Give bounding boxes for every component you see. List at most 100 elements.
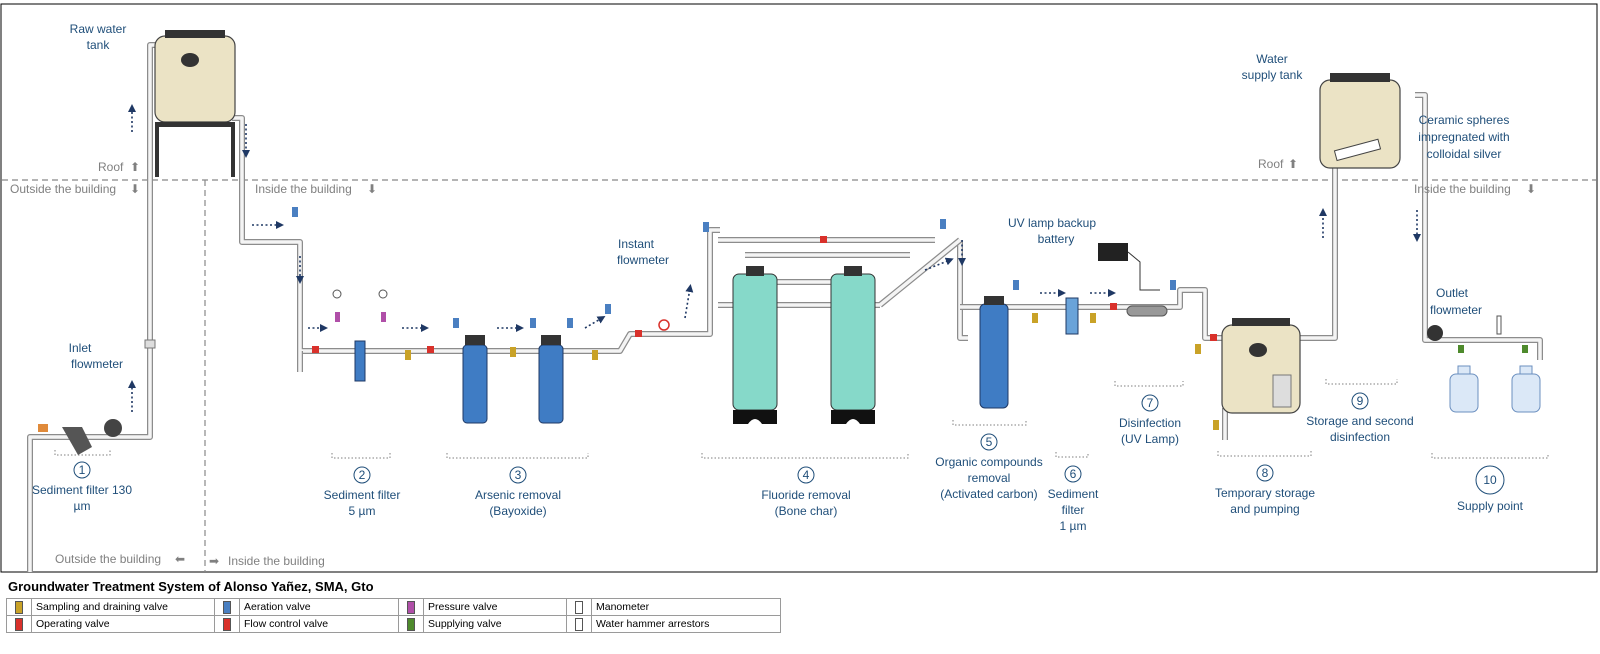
legend-label: Water hammer arrestors bbox=[591, 615, 781, 633]
stage-number-circle bbox=[73, 461, 91, 479]
stage-label: filter bbox=[1062, 503, 1085, 517]
uv-battery-label-line2: battery bbox=[1038, 232, 1075, 246]
stage-number-circle bbox=[1475, 465, 1505, 495]
stage-label: µm bbox=[74, 499, 91, 513]
manometer-icon bbox=[575, 600, 583, 614]
valves bbox=[292, 207, 1219, 430]
supplying-valve-icon bbox=[407, 617, 415, 631]
stage-number-circle bbox=[797, 466, 815, 484]
stage-label: Sediment filter bbox=[324, 488, 401, 502]
stage-label: Arsenic removal bbox=[475, 488, 561, 502]
stage-number: 2 bbox=[359, 468, 366, 482]
stage-label: Disinfection bbox=[1119, 416, 1181, 430]
inside-label-bottom: Inside the building bbox=[228, 554, 325, 568]
stage-label: Sediment bbox=[1048, 487, 1099, 501]
water-hammer-arrestor-icon bbox=[575, 617, 583, 631]
pipe-network bbox=[27, 42, 1543, 572]
stage-bracket bbox=[54, 450, 111, 456]
right-arrow-icon: ➡ bbox=[209, 554, 219, 568]
supply-tank-label-line2: supply tank bbox=[1242, 68, 1304, 82]
stage-bracket bbox=[1325, 379, 1398, 385]
instant-flowmeter-label-line2: flowmeter bbox=[617, 253, 669, 267]
legend-row: Sampling and draining valve Aeration val… bbox=[6, 598, 781, 616]
outside-label-top: Outside the building bbox=[10, 182, 116, 196]
stage-label: Organic compounds bbox=[935, 455, 1042, 469]
stage-label: (Bayoxide) bbox=[489, 504, 546, 518]
sediment-filter-5-unit bbox=[332, 289, 388, 382]
legend-label: Pressure valve bbox=[423, 598, 567, 616]
stage-number: 9 bbox=[1357, 394, 1364, 408]
stage-number-circle bbox=[1064, 465, 1082, 483]
stage-bracket bbox=[1431, 453, 1549, 459]
uv-battery-label-line1: UV lamp backup bbox=[1008, 216, 1096, 230]
aeration-valve-icon bbox=[223, 600, 231, 614]
legend: Sampling and draining valve Aeration val… bbox=[6, 598, 781, 633]
stage-label: Storage and second bbox=[1306, 414, 1413, 428]
stage-bracket bbox=[1114, 381, 1184, 387]
stage-label: (Activated carbon) bbox=[940, 487, 1037, 501]
stage-number-circle bbox=[353, 466, 371, 484]
stage-number: 6 bbox=[1070, 467, 1077, 481]
up-arrow-icon: ⬆ bbox=[1288, 157, 1298, 171]
stage-number: 1 bbox=[79, 463, 86, 477]
sampling-draining-valve-icon bbox=[15, 600, 23, 614]
legend-label: Aeration valve bbox=[239, 598, 399, 616]
left-arrow-icon: ⬅ bbox=[175, 552, 185, 566]
sediment-filter-130-unit bbox=[38, 339, 156, 455]
stage-number: 4 bbox=[803, 468, 810, 482]
activated-carbon-column bbox=[979, 296, 1009, 409]
roof-label-left: Roof bbox=[98, 160, 124, 174]
inside-label-top: Inside the building bbox=[255, 182, 352, 196]
stage-label: (Bone char) bbox=[775, 504, 838, 518]
stage-bracket bbox=[952, 420, 1027, 426]
stage-number-circle bbox=[509, 466, 527, 484]
legend-label: Sampling and draining valve bbox=[31, 598, 215, 616]
legend-label: Operating valve bbox=[31, 615, 215, 633]
legend-label: Supplying valve bbox=[423, 615, 567, 633]
instant-flowmeter-label-line1: Instant bbox=[618, 237, 655, 251]
legend-label: Manometer bbox=[591, 598, 781, 616]
stage-label: Sediment filter 130 bbox=[32, 483, 132, 497]
inlet-flowmeter-label-line1: Inlet bbox=[69, 341, 92, 355]
supply-point bbox=[1427, 315, 1541, 413]
down-arrow-icon: ⬇ bbox=[367, 182, 377, 196]
zone-labels: Roof Roof Outside the building Inside th… bbox=[10, 157, 1536, 568]
flow-control-valve-icon bbox=[223, 617, 231, 631]
arsenic-removal-columns bbox=[462, 335, 564, 424]
ceramic-label-line3: colloidal silver bbox=[1427, 147, 1502, 161]
stage-bracket bbox=[1055, 452, 1089, 458]
operating-valve-icon bbox=[15, 617, 23, 631]
stage-number-circle bbox=[980, 433, 998, 451]
stage-label: and pumping bbox=[1230, 502, 1299, 516]
ceramic-label-line1: Ceramic spheres bbox=[1419, 113, 1510, 127]
temporary-storage-tank bbox=[1221, 318, 1301, 414]
stage-label: (UV Lamp) bbox=[1121, 432, 1179, 446]
stage-bracket bbox=[331, 453, 391, 459]
stage-bracket bbox=[701, 453, 909, 459]
stage-label: disinfection bbox=[1330, 430, 1390, 444]
water-supply-tank bbox=[1319, 73, 1401, 169]
component-labels: Raw water tank Water supply tank Inlet f… bbox=[69, 22, 1510, 371]
stage-number: 8 bbox=[1262, 466, 1269, 480]
stage-label: Fluoride removal bbox=[761, 488, 850, 502]
raw-tank-label-line1: Raw water bbox=[70, 22, 127, 36]
roof-label-right: Roof bbox=[1258, 157, 1284, 171]
supply-tank-label-line1: Water bbox=[1256, 52, 1288, 66]
legend-label: Flow control valve bbox=[239, 615, 399, 633]
legend-row: Operating valve Flow control valve Suppl… bbox=[6, 615, 781, 633]
diagram-frame bbox=[0, 3, 1598, 573]
outside-label-bottom: Outside the building bbox=[55, 552, 161, 566]
diagram-title: Groundwater Treatment System of Alonso Y… bbox=[8, 579, 374, 594]
inlet-flowmeter-label-line2: flowmeter bbox=[71, 357, 123, 371]
outlet-flowmeter-label-line1: Outlet bbox=[1436, 286, 1469, 300]
pressure-valve-icon bbox=[407, 600, 415, 614]
stage-number-circle bbox=[1351, 392, 1369, 410]
stage-label: Temporary storage bbox=[1215, 486, 1315, 500]
outlet-flowmeter-label-line2: flowmeter bbox=[1430, 303, 1482, 317]
down-arrow-icon: ⬇ bbox=[130, 182, 140, 196]
down-arrow-icon: ⬇ bbox=[1526, 182, 1536, 196]
stage-number: 10 bbox=[1483, 473, 1497, 487]
stage-bracket bbox=[446, 453, 589, 459]
